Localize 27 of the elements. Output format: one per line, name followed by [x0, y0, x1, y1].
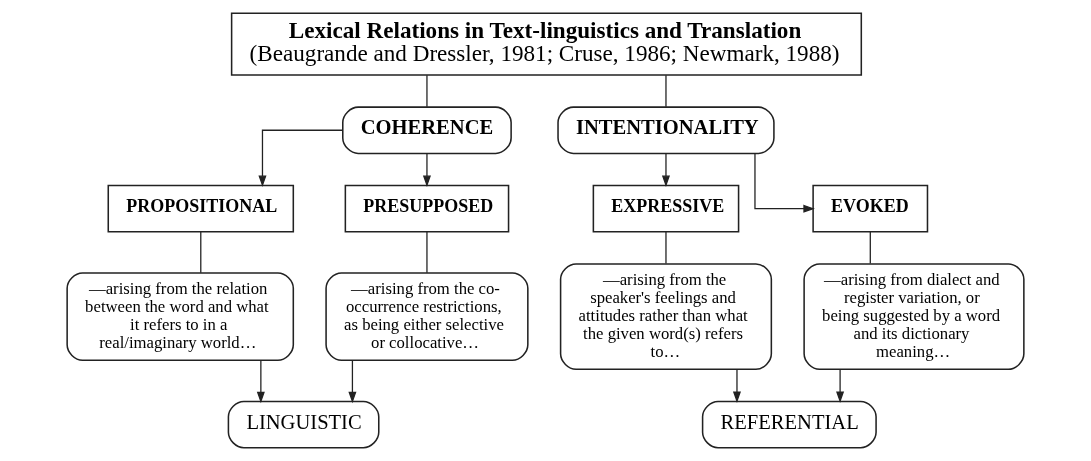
arrow	[422, 153, 431, 188]
node-box: —arising from the speaker's feelings and attitudes rather than what the given word(s) refers to…	[559, 263, 773, 371]
arrow	[256, 359, 265, 404]
arrow	[348, 359, 357, 404]
connector	[665, 74, 667, 108]
arrow	[732, 368, 742, 403]
node-box: —arising from dialect and register variation, or being suggested by a word and its dictionary meaning…	[803, 263, 1025, 371]
node-box: PROPOSITIONAL	[107, 184, 295, 233]
node-box: LINGUISTIC	[227, 400, 380, 449]
node-box: EVOKED	[812, 184, 929, 233]
node-box: REFERENTIAL	[701, 400, 877, 449]
node-box: PRESUPPOSED	[344, 184, 510, 233]
node-box: INTENTIONALITY	[557, 106, 775, 155]
connector	[200, 231, 202, 274]
arrow	[836, 368, 845, 403]
node-box: EXPRESSIVE	[592, 184, 740, 233]
arrow	[754, 153, 815, 213]
node-box: Lexical Relations in Text-linguistics and Translation (Beaugrande and Dressler, 1981; Cruse, 1986; Newmark, 1988)	[230, 12, 863, 76]
connector	[869, 231, 871, 265]
node-box: —arising from the co-occurrence restrictions, as being either selective or collocative…	[325, 272, 529, 362]
connector	[665, 231, 667, 265]
arrow	[661, 153, 671, 188]
node-box: COHERENCE	[342, 106, 512, 155]
arrow	[258, 129, 343, 188]
node-box: —arising from the relation between the word and what it refers to in a real/imaginary world…	[66, 272, 295, 362]
connector	[426, 74, 428, 108]
connector	[426, 231, 428, 274]
